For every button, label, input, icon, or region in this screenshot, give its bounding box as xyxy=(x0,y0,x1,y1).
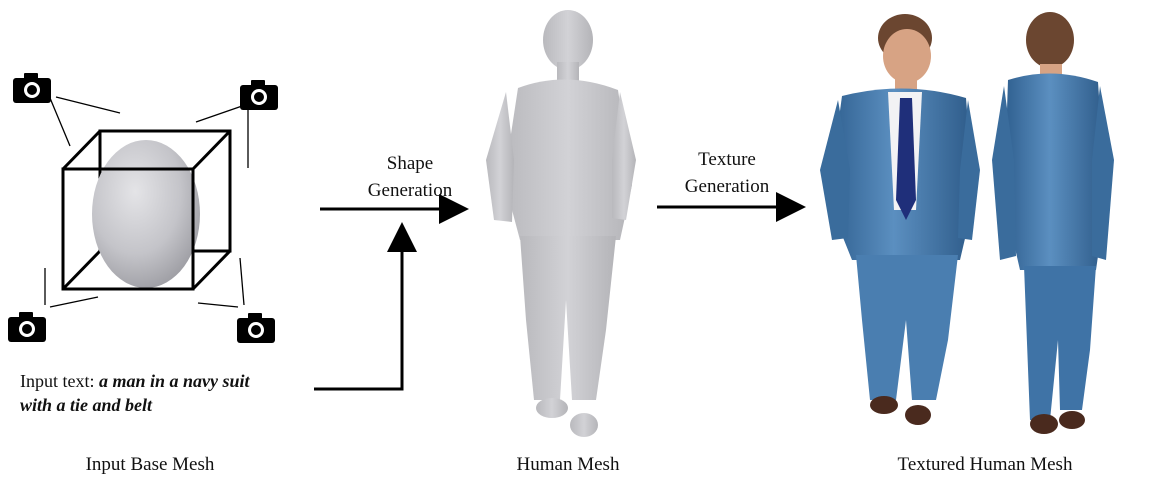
prompt-line-1: a man in a navy suit xyxy=(99,371,250,391)
shape-generation-line1: Shape xyxy=(360,150,460,177)
textured-human-front xyxy=(820,14,980,425)
shape-generation-line2: Generation xyxy=(360,177,460,204)
caption-input-base-mesh: Input Base Mesh xyxy=(60,454,240,476)
caption-textured-human-mesh: Textured Human Mesh xyxy=(850,454,1120,476)
text-condition-arrow xyxy=(314,228,402,389)
input-text-prompt: Input text: a man in a navy suit with a … xyxy=(20,369,320,417)
camera-icon xyxy=(8,312,46,342)
human-mesh xyxy=(486,10,636,437)
texture-generation-line2: Generation xyxy=(672,173,782,200)
shape-generation-label: Shape Generation xyxy=(360,150,460,204)
textured-human-back xyxy=(992,12,1114,434)
caption-human-mesh: Human Mesh xyxy=(478,454,658,476)
texture-generation-label: Texture Generation xyxy=(672,146,782,200)
texture-generation-line1: Texture xyxy=(672,146,782,173)
input-text-prefix: Input text: xyxy=(20,371,95,391)
camera-icon xyxy=(240,80,278,110)
prompt-line-2: with a tie and belt xyxy=(20,395,152,415)
camera-icon xyxy=(13,73,51,103)
base-mesh-egg xyxy=(92,140,200,288)
camera-icon xyxy=(237,313,275,343)
